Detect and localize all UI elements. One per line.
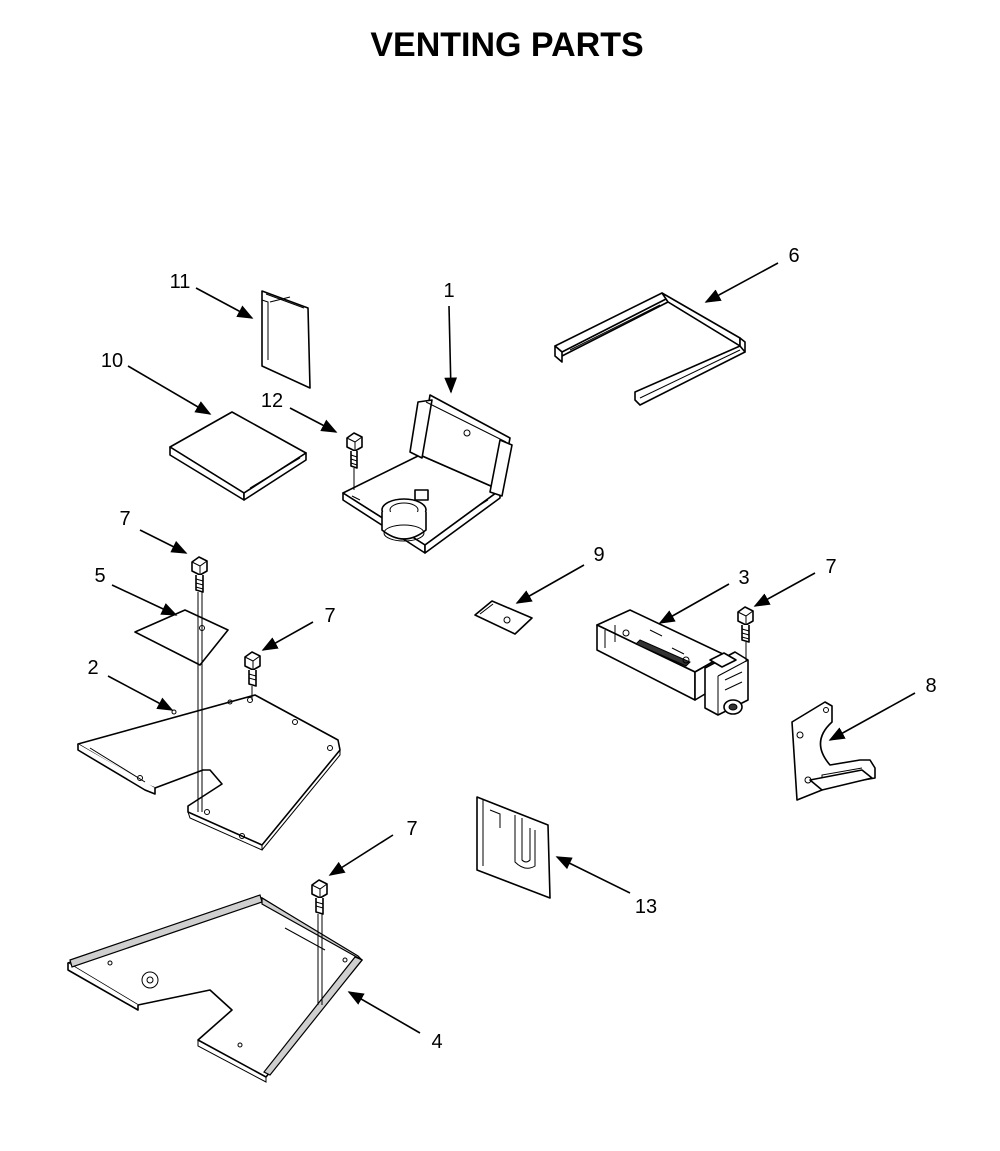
callout-1: 1: [443, 280, 454, 302]
part-7-screw-middle[interactable]: [244, 651, 261, 687]
part-6-vent-trim[interactable]: [554, 292, 746, 406]
callout-7-lower: 7: [406, 818, 417, 840]
callout-10: 10: [101, 350, 123, 372]
part-13-heat-shield[interactable]: [476, 796, 551, 899]
part-1-vent-housing[interactable]: [342, 394, 513, 554]
part-4-lower-tray[interactable]: [67, 894, 363, 1083]
part-7-screw-right[interactable]: [737, 606, 754, 643]
callout-9: 9: [593, 544, 604, 566]
part-11-panel[interactable]: [261, 290, 311, 389]
alignment-lines: [197, 468, 747, 1005]
callout-3: 3: [738, 567, 749, 589]
callout-11: 11: [170, 271, 191, 293]
part-5-plate[interactable]: [134, 609, 229, 666]
part-10-filter-pad[interactable]: [169, 411, 307, 501]
callout-2: 2: [87, 657, 98, 679]
part-2-upper-panel[interactable]: [77, 694, 341, 851]
part-3-blower-assembly[interactable]: [596, 609, 749, 716]
callout-12: 12: [261, 390, 283, 412]
page-title: VENTING PARTS: [370, 26, 643, 64]
callout-7-right: 7: [825, 556, 836, 578]
callout-5: 5: [94, 565, 105, 587]
part-9-gasket[interactable]: [474, 600, 533, 635]
callout-labels: 1 11 10 12 6 7 5 7 2 9 3 7 8 13 7 4: [87, 245, 936, 1053]
part-7-screw-lower[interactable]: [311, 879, 328, 915]
callout-7-middle: 7: [324, 605, 335, 627]
callout-4: 4: [431, 1031, 442, 1053]
callout-6: 6: [788, 245, 799, 267]
leader-lines: [107, 262, 916, 1034]
callout-13: 13: [635, 896, 657, 918]
callout-7-left: 7: [119, 508, 130, 530]
part-7-screw-left[interactable]: [191, 556, 208, 593]
part-12-screw[interactable]: [346, 432, 363, 469]
callout-8: 8: [925, 675, 936, 697]
part-8-motor-bracket[interactable]: [791, 701, 876, 801]
